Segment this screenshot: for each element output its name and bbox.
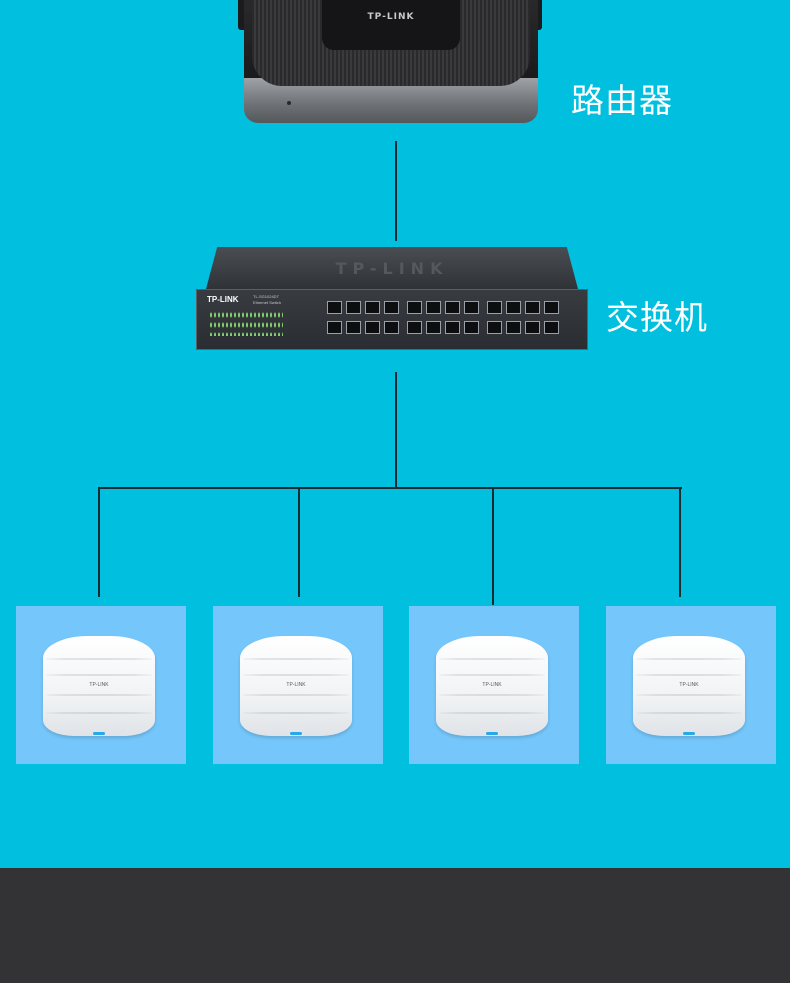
connector-ap-3: [492, 487, 494, 605]
switch-port: [407, 301, 422, 314]
ap-ring: [439, 658, 545, 660]
connector-ap-4: [679, 487, 681, 597]
ap-ring: [439, 712, 545, 714]
switch-port: [407, 321, 422, 334]
ap-ring: [636, 674, 742, 676]
router-top-plate: [322, 0, 460, 50]
switch-port: [365, 301, 380, 314]
footer-band: [0, 868, 790, 983]
ap-led: [486, 732, 498, 735]
switch-port: [327, 301, 342, 314]
ap-card-1: TP-LINK: [16, 606, 186, 764]
switch-front-panel: TP-LINK TL-SG1024DT Ethernet Switch: [196, 289, 588, 350]
ap-logo: TP-LINK: [286, 682, 306, 688]
switch-top-panel: [206, 247, 578, 289]
access-point: TP-LINK: [633, 636, 745, 736]
ap-ring: [636, 658, 742, 660]
switch-port: [365, 321, 380, 334]
connector-router-switch: [395, 141, 397, 241]
switch-port: [506, 301, 521, 314]
ap-ring: [636, 694, 742, 696]
access-point: TP-LINK: [43, 636, 155, 736]
switch-model: TL-SG1024DT Ethernet Switch: [253, 294, 281, 306]
router-logo: TP-LINK: [367, 12, 415, 22]
ap-logo: TP-LINK: [89, 682, 109, 688]
ap-ring: [439, 694, 545, 696]
switch-port: [384, 301, 399, 314]
ap-ring: [46, 694, 152, 696]
switch-port: [426, 301, 441, 314]
switch-port: [346, 321, 361, 334]
switch-port: [426, 321, 441, 334]
switch-port: [445, 321, 460, 334]
ap-led: [683, 732, 695, 735]
switch-model-line2: Ethernet Switch: [253, 300, 282, 305]
switch-port: [506, 321, 521, 334]
ap-ring: [46, 674, 152, 676]
switch-port: [487, 301, 502, 314]
switch-port: [525, 321, 540, 334]
switch-port: [464, 321, 479, 334]
switch-port: [327, 321, 342, 334]
switch-label: 交换机: [606, 298, 708, 337]
router-device: TP-LINK: [230, 0, 550, 135]
switch-port: [445, 301, 460, 314]
switch-top-logo: TP-LINK: [335, 259, 449, 278]
ap-ring: [243, 674, 349, 676]
ap-ring: [243, 658, 349, 660]
ap-logo: TP-LINK: [482, 682, 502, 688]
ap-ring: [243, 712, 349, 714]
switch-port: [384, 321, 399, 334]
switch-led-grid: [209, 310, 283, 336]
ap-card-4: TP-LINK: [606, 606, 776, 764]
ap-led: [93, 732, 105, 735]
access-point: TP-LINK: [240, 636, 352, 736]
access-point: TP-LINK: [436, 636, 548, 736]
ap-ring: [46, 658, 152, 660]
switch-port: [464, 301, 479, 314]
connector-bus: [98, 487, 682, 489]
ap-led: [290, 732, 302, 735]
ap-ring: [636, 712, 742, 714]
switch-port-block-2: [487, 296, 567, 342]
switch-port-block-1: [327, 296, 482, 342]
router-label: 路由器: [571, 81, 673, 120]
ap-ring: [46, 712, 152, 714]
switch-port: [544, 301, 559, 314]
ap-logo: TP-LINK: [679, 682, 699, 688]
switch-model-line1: TL-SG1024DT: [253, 294, 280, 299]
switch-brand: TP-LINK: [207, 295, 239, 304]
connector-ap-1: [98, 487, 100, 597]
ap-ring: [243, 694, 349, 696]
connector-ap-2: [298, 487, 300, 597]
connector-switch-trunk: [395, 372, 397, 489]
router-led: [287, 101, 291, 105]
switch-port: [487, 321, 502, 334]
ap-card-3: TP-LINK: [409, 606, 579, 764]
ap-ring: [439, 674, 545, 676]
switch-port: [544, 321, 559, 334]
ap-card-2: TP-LINK: [213, 606, 383, 764]
switch-port: [525, 301, 540, 314]
switch-port: [346, 301, 361, 314]
switch-device: TP-LINK TP-LINK TL-SG1024DT Ethernet Swi…: [196, 247, 588, 350]
